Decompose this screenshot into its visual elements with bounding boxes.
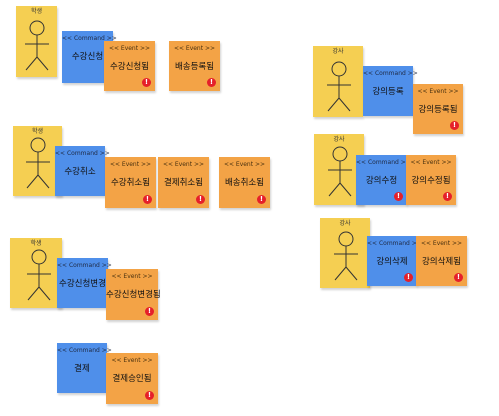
event-label: 강의삭제됨 bbox=[421, 257, 462, 267]
event-sticky[interactable]: << Event >> 강의등록됨 ! bbox=[413, 84, 463, 134]
event-sticky[interactable]: << Event >> 수강취소됨 ! bbox=[105, 157, 156, 208]
event-label: 수강취소됨 bbox=[110, 178, 151, 188]
event-sticky[interactable]: << Event >> 수강신청변경됨 ! bbox=[106, 269, 161, 320]
event-type-label: << Event >> bbox=[111, 273, 153, 280]
event-label: 배송등록됨 bbox=[174, 62, 215, 72]
actor-sticky-student[interactable]: 학생 bbox=[16, 6, 57, 77]
event-type-label: << Event >> bbox=[410, 159, 452, 166]
exclamation-icon: ! bbox=[404, 273, 413, 282]
command-type-label: << Command >> bbox=[356, 159, 411, 166]
actor-type-label: 강사 bbox=[333, 136, 345, 143]
event-label: 배송취소됨 bbox=[224, 178, 265, 188]
stick-figure-icon bbox=[328, 146, 352, 197]
event-type-label: << Event >> bbox=[111, 357, 153, 364]
command-type-label: << Command >> bbox=[367, 240, 422, 247]
actor-type-label: 학생 bbox=[31, 128, 44, 135]
event-label: 강의수정됨 bbox=[411, 176, 451, 186]
event-sticky[interactable]: << Event >> 수강신청됨 ! bbox=[104, 41, 155, 91]
exclamation-icon: ! bbox=[394, 192, 403, 201]
event-type-label: << Event >> bbox=[173, 45, 216, 52]
event-type-label: << Event >> bbox=[420, 240, 463, 247]
actor-sticky-instructor[interactable]: 강사 bbox=[320, 218, 370, 288]
event-label: 강의등록됨 bbox=[418, 105, 458, 115]
command-sticky[interactable]: << Command >> 강의수정 ! bbox=[356, 155, 411, 205]
actor-type-label: 강사 bbox=[339, 220, 351, 227]
stick-figure-icon bbox=[27, 249, 51, 301]
stick-figure-icon bbox=[26, 137, 50, 189]
event-sticky[interactable]: << Event >> 결제취소됨 ! bbox=[158, 157, 209, 208]
stick-figure-icon bbox=[334, 231, 358, 281]
command-sticky[interactable]: << Command >> 강의등록 bbox=[363, 66, 418, 116]
exclamation-icon: ! bbox=[145, 391, 154, 400]
event-sticky[interactable]: << Event >> 강의수정됨 ! bbox=[406, 155, 456, 205]
event-sticky[interactable]: << Event >> 강의삭제됨 ! bbox=[416, 236, 467, 286]
command-label: 강의삭제 bbox=[376, 257, 408, 267]
event-type-label: << Event >> bbox=[223, 161, 266, 168]
exclamation-icon: ! bbox=[196, 195, 205, 204]
command-label: 강의수정 bbox=[365, 176, 398, 186]
command-label: 수강신청변경 bbox=[59, 279, 106, 289]
command-label: 수강신청 bbox=[71, 52, 104, 62]
exclamation-icon: ! bbox=[443, 192, 452, 201]
event-type-label: << Event >> bbox=[162, 161, 205, 168]
event-type-label: << Event >> bbox=[417, 88, 459, 95]
command-type-label: << Command >> bbox=[55, 150, 110, 157]
exclamation-icon: ! bbox=[454, 273, 463, 282]
actor-sticky-instructor[interactable]: 강사 bbox=[313, 46, 363, 117]
exclamation-icon: ! bbox=[143, 195, 152, 204]
event-sticky[interactable]: << Event >> 결제승인됨 ! bbox=[106, 353, 158, 404]
exclamation-icon: ! bbox=[450, 121, 459, 130]
stick-figure-icon bbox=[327, 61, 351, 112]
exclamation-icon: ! bbox=[207, 78, 216, 87]
command-label: 강의등록 bbox=[372, 87, 404, 97]
event-sticky[interactable]: << Event >> 배송취소됨 ! bbox=[219, 157, 270, 208]
event-label: 수강신청됨 bbox=[109, 62, 150, 72]
command-label: 결제 bbox=[74, 364, 90, 374]
event-type-label: << Event >> bbox=[108, 45, 151, 52]
actor-sticky-student[interactable]: 학생 bbox=[13, 126, 62, 196]
command-label: 수강취소 bbox=[64, 167, 96, 177]
command-sticky[interactable]: << Command >> 결제 bbox=[57, 343, 112, 393]
command-sticky[interactable]: << Command >> 수강취소 bbox=[55, 146, 110, 196]
event-label: 결제승인됨 bbox=[112, 374, 152, 384]
command-sticky[interactable]: << Command >> 수강신청변경 bbox=[57, 258, 112, 308]
actor-sticky-student[interactable]: 학생 bbox=[10, 238, 62, 308]
event-sticky[interactable]: << Event >> 배송등록됨 ! bbox=[169, 41, 220, 91]
event-label: 수강신청변경됨 bbox=[106, 290, 161, 300]
actor-sticky-instructor[interactable]: 강사 bbox=[314, 134, 364, 205]
actor-type-label: 학생 bbox=[30, 240, 42, 247]
command-type-label: << Command >> bbox=[57, 262, 112, 269]
event-label: 결제취소됨 bbox=[163, 178, 204, 188]
exclamation-icon: ! bbox=[257, 195, 266, 204]
event-type-label: << Event >> bbox=[109, 161, 152, 168]
command-type-label: << Command >> bbox=[62, 35, 117, 42]
actor-type-label: 학생 bbox=[30, 8, 43, 15]
command-type-label: << Command >> bbox=[363, 70, 418, 77]
exclamation-icon: ! bbox=[142, 78, 151, 87]
exclamation-icon: ! bbox=[145, 307, 154, 316]
command-sticky[interactable]: << Command >> 강의삭제 ! bbox=[367, 236, 422, 286]
actor-type-label: 강사 bbox=[332, 48, 344, 55]
command-type-label: << Command >> bbox=[57, 347, 112, 354]
stick-figure-icon bbox=[25, 20, 49, 71]
